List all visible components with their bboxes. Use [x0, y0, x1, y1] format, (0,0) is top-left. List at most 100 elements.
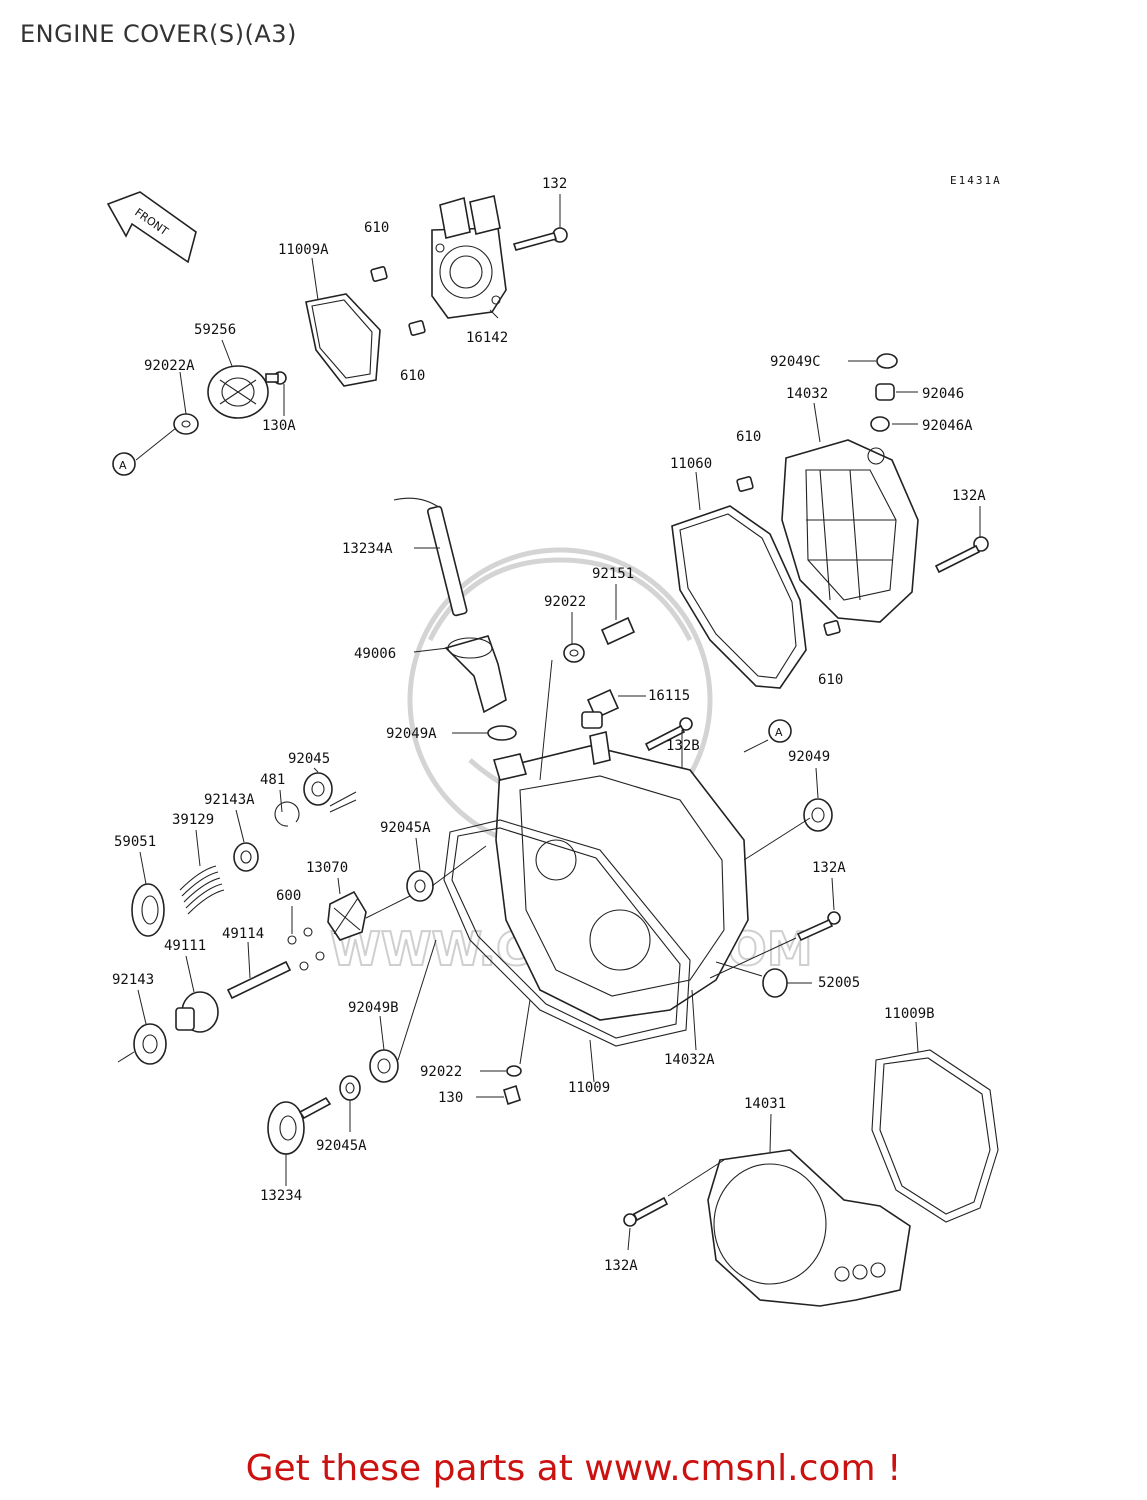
label-92049C[interactable]: 92049C — [770, 354, 821, 370]
o-ring-92046A-icon — [870, 416, 890, 432]
label-16115[interactable]: 16115 — [648, 688, 690, 704]
label-92151[interactable]: 92151 — [592, 566, 634, 582]
gasket-11009 — [443, 819, 691, 1047]
dowel-pin-610-d-icon — [823, 620, 841, 636]
label-59256[interactable]: 59256 — [194, 322, 236, 338]
balls-600-icon — [287, 927, 325, 971]
label-92046A[interactable]: 92046A — [922, 418, 973, 434]
label-92046[interactable]: 92046 — [922, 386, 964, 402]
label-92045A-a[interactable]: 92045A — [380, 820, 431, 836]
label-52005[interactable]: 52005 — [818, 975, 860, 991]
washer-92022A-icon — [173, 413, 199, 435]
label-610-b[interactable]: 610 — [400, 368, 425, 384]
label-11060[interactable]: 11060 — [670, 456, 712, 472]
label-92049A[interactable]: 92049A — [386, 726, 437, 742]
svg-text:A: A — [775, 726, 783, 739]
gasket-11009B — [871, 1049, 999, 1223]
leader-lines — [117, 194, 981, 1251]
label-481[interactable]: 481 — [260, 772, 285, 788]
bolt-130A-icon — [265, 371, 287, 385]
svg-text:A: A — [119, 459, 127, 472]
label-92022-b[interactable]: 92022 — [420, 1064, 462, 1080]
label-130A[interactable]: 130A — [262, 418, 296, 434]
label-610-c[interactable]: 610 — [736, 429, 761, 445]
label-92143[interactable]: 92143 — [112, 972, 154, 988]
dowel-pin-610-b-icon — [408, 320, 426, 336]
label-610-d[interactable]: 610 — [818, 672, 843, 688]
part-labels: 132 610 11009A 16142 610 59256 92022A 13… — [112, 176, 986, 1274]
label-132[interactable]: 132 — [542, 176, 567, 192]
label-132A-b[interactable]: 132A — [812, 860, 846, 876]
label-130[interactable]: 130 — [438, 1090, 463, 1106]
label-92022-a[interactable]: 92022 — [544, 594, 586, 610]
oil-seal-92045-icon — [303, 772, 333, 806]
washer-92143-icon — [133, 1023, 167, 1065]
label-132A-a[interactable]: 132A — [952, 488, 986, 504]
governor-13070 — [327, 890, 367, 941]
lever-49006 — [444, 635, 507, 714]
spring-39129 — [179, 865, 225, 915]
reference-mark-a-mid: A — [768, 719, 792, 743]
washer-92022-b-icon — [506, 1065, 522, 1077]
oil-seal-92049-icon — [803, 798, 833, 832]
label-92049[interactable]: 92049 — [788, 749, 830, 765]
dowel-pin-610-c-icon — [736, 476, 754, 492]
label-49114[interactable]: 49114 — [222, 926, 264, 942]
bolt-132B-icon — [644, 717, 693, 752]
bearing-92045A-b-icon — [339, 1075, 361, 1101]
fitting-92151-icon — [600, 616, 636, 646]
label-11009B[interactable]: 11009B — [884, 1006, 935, 1022]
shaft-holder-49111 — [175, 991, 219, 1033]
reference-mark-a-top: A — [112, 452, 136, 476]
label-132A-c[interactable]: 132A — [604, 1258, 638, 1274]
plug-16115-icon — [581, 688, 620, 729]
label-14031[interactable]: 14031 — [744, 1096, 786, 1112]
label-92143A[interactable]: 92143A — [204, 792, 255, 808]
label-132B[interactable]: 132B — [666, 738, 700, 754]
washer-92143A-icon — [233, 842, 259, 872]
label-59051[interactable]: 59051 — [114, 834, 156, 850]
label-92022A[interactable]: 92022A — [144, 358, 195, 374]
circlip-481-icon — [274, 801, 300, 827]
cap-52005-icon — [762, 968, 788, 998]
bearing-92045A-a-icon — [406, 870, 434, 902]
label-13070[interactable]: 13070 — [306, 860, 348, 876]
diagram-code: E1431A — [950, 174, 1002, 187]
gear-59051 — [131, 883, 165, 937]
bolt-132A-b-icon — [796, 911, 841, 942]
label-11009[interactable]: 11009 — [568, 1080, 610, 1096]
label-11009A[interactable]: 11009A — [278, 242, 329, 258]
label-49111[interactable]: 49111 — [164, 938, 206, 954]
label-49006[interactable]: 49006 — [354, 646, 396, 662]
label-13234A[interactable]: 13234A — [342, 541, 393, 557]
label-14032[interactable]: 14032 — [786, 386, 828, 402]
bearing-92049B-icon — [369, 1049, 399, 1083]
bolt-132A-a-icon — [934, 536, 989, 574]
clutch-cover-14032 — [781, 439, 919, 623]
water-pump-cover-16142 — [431, 195, 507, 319]
gear-shaft-13234 — [267, 1096, 332, 1155]
label-16142[interactable]: 16142 — [466, 330, 508, 346]
label-13234[interactable]: 13234 — [260, 1188, 302, 1204]
label-92045A-b[interactable]: 92045A — [316, 1138, 367, 1154]
label-14032A[interactable]: 14032A — [664, 1052, 715, 1068]
plug-92046-icon — [875, 383, 895, 401]
label-92045[interactable]: 92045 — [288, 751, 330, 767]
impeller-59256 — [207, 365, 269, 419]
bolt-130-icon — [503, 1084, 521, 1106]
o-ring-92049A-icon — [487, 725, 517, 741]
label-92049B[interactable]: 92049B — [348, 1000, 399, 1016]
page-title: ENGINE COVER(S)(A3) — [20, 20, 297, 48]
label-610-a[interactable]: 610 — [364, 220, 389, 236]
bolt-132-icon — [512, 227, 568, 251]
footer-link[interactable]: Get these parts at www.cmsnl.com ! — [245, 1448, 902, 1489]
bolt-132A-c-icon — [623, 1196, 669, 1227]
engine-cover-14031 — [707, 1149, 911, 1307]
label-600[interactable]: 600 — [276, 888, 301, 904]
gasket-11009A — [305, 293, 381, 387]
label-39129[interactable]: 39129 — [172, 812, 214, 828]
front-arrow-icon: FRONT — [106, 191, 197, 264]
cap-92049C-icon — [876, 353, 898, 369]
washer-92022-a-icon — [563, 643, 585, 663]
